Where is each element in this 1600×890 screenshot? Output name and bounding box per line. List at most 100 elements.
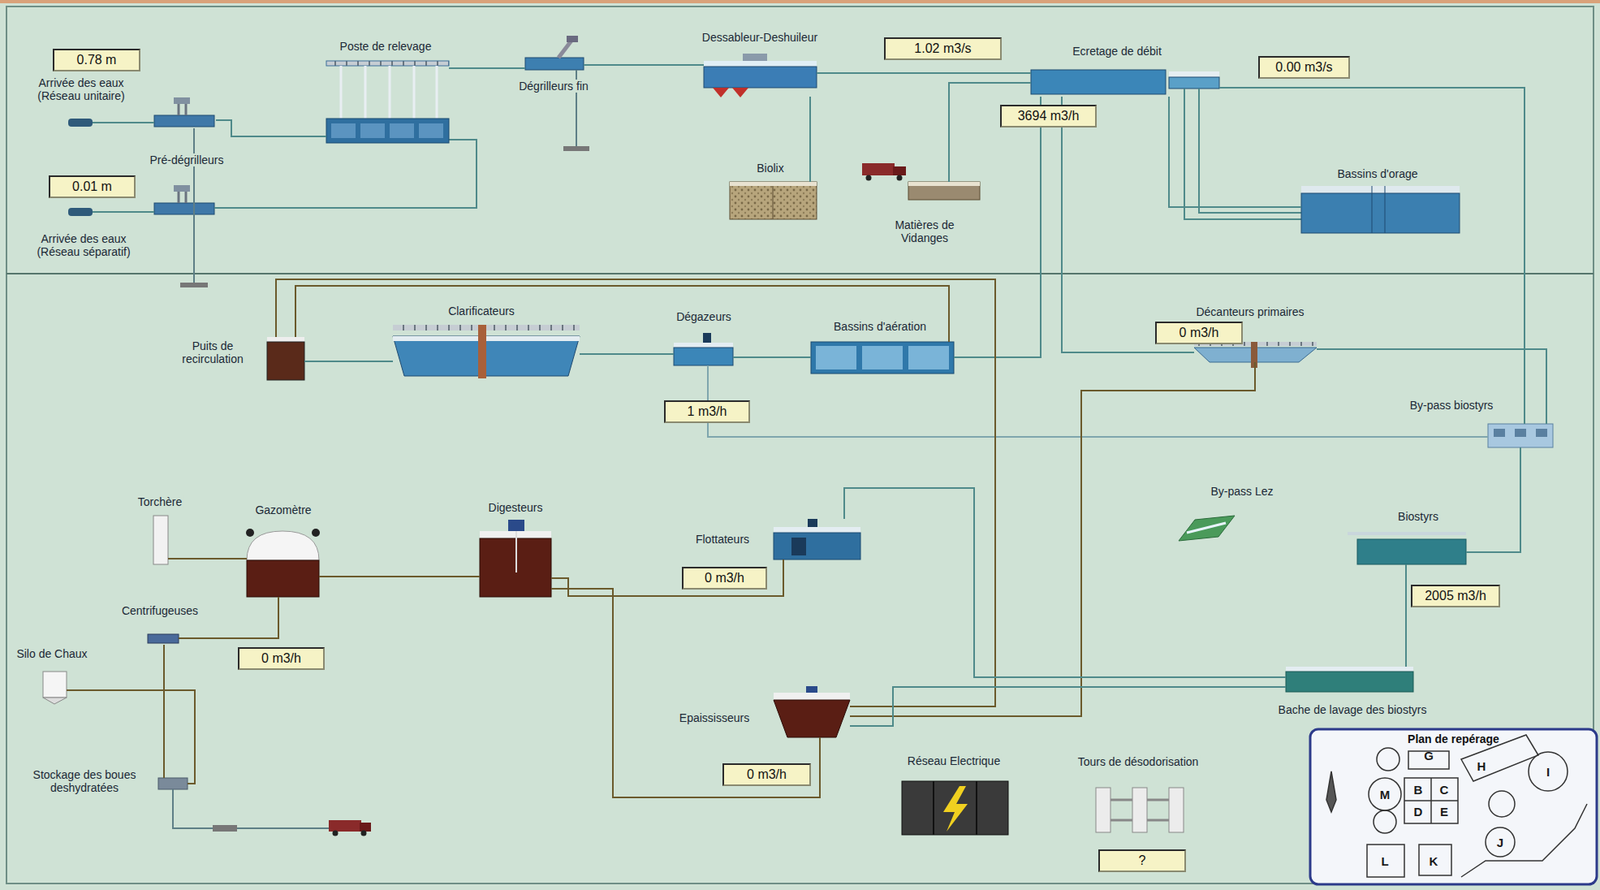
equipment: Digesteurs	[479, 525, 552, 597]
equipment-label: Tours de désodorisation	[1076, 754, 1201, 768]
equipment: Epaississeurs	[773, 691, 850, 738]
pipe	[215, 120, 327, 137]
pipe	[1219, 87, 1525, 424]
equipment-label: Dégazeurs	[674, 310, 734, 324]
pipe	[1405, 564, 1407, 667]
equipment: Arrivée des eaux (Réseau séparatif)	[68, 207, 93, 216]
pipe	[816, 72, 1031, 74]
equipment-label: Dessableur-Deshuileur	[700, 30, 820, 44]
equipment: Matières de Vidanges	[908, 181, 980, 200]
equipment: Poste de relevage	[326, 60, 449, 143]
map-title: Plan de repérage	[1310, 732, 1597, 746]
equipment: Bassins d'orage	[1301, 185, 1460, 233]
equipment-label: By-pass biostyrs	[1408, 398, 1496, 412]
pipe	[1466, 447, 1521, 553]
value-box: 1 m3/h	[664, 400, 751, 423]
value-text: 0 m3/h	[746, 767, 787, 781]
value-text: 0.01 m	[72, 179, 113, 194]
pipe	[953, 96, 1041, 358]
equipment-label: Digesteurs	[487, 500, 545, 514]
equipment: Biolix	[729, 181, 817, 220]
value-text: 0.00 m3/s	[1275, 60, 1333, 74]
equipment-label: Epaississeurs	[677, 711, 751, 725]
pipe	[92, 211, 155, 213]
equipment: Pré-dégrilleurs	[154, 102, 216, 216]
pipe	[276, 279, 996, 707]
equipment: Biostyrs	[1357, 528, 1467, 565]
pipe	[168, 557, 247, 560]
value-text: 2005 m3/h	[1424, 588, 1487, 603]
value-text: 0 m3/h	[261, 651, 302, 665]
equipment: Flottateurs	[773, 518, 861, 560]
equipment-label: Bassins d'aération	[832, 319, 928, 333]
equipment-label: Matières de Vidanges	[890, 218, 959, 245]
equipment-label: Bache de lavage des biostyrs	[1276, 702, 1429, 716]
equipment: Dessableur-Deshuileur	[703, 60, 817, 97]
equipment-label: Flottateurs	[694, 532, 751, 546]
pipe	[92, 121, 155, 124]
equipment: Torchère	[153, 515, 169, 565]
value-box: 2005 m3/h	[1410, 584, 1501, 608]
equipment: Dégrilleurs fin	[525, 55, 584, 72]
map-letter: C	[1440, 782, 1450, 797]
pipe	[733, 356, 811, 358]
map-letter: J	[1496, 835, 1504, 850]
pipe	[948, 82, 1031, 182]
equipment-label: Puits de recirculation	[170, 339, 255, 366]
pipe	[319, 575, 480, 578]
map-letter: B	[1414, 782, 1424, 797]
equipment-label: Décanteurs primaires	[1194, 305, 1306, 319]
equipment: Bassins d'aération	[810, 341, 954, 374]
pipe	[551, 588, 820, 798]
equipment-label: Arrivée des eaux (Réseau unitaire)	[26, 76, 136, 103]
equipment: By-pass biostyrs	[1487, 423, 1553, 448]
pipe	[163, 644, 165, 778]
map-letter: H	[1477, 759, 1487, 773]
equipment-label: Poste de relevage	[338, 39, 434, 53]
pipe	[849, 686, 1286, 726]
equipment: Clarificateurs	[392, 324, 580, 376]
equipment-label: Biolix	[754, 161, 785, 175]
pipe	[1316, 349, 1547, 424]
map-letter: K	[1429, 853, 1439, 868]
value-box: 3694 m3/h	[1000, 104, 1097, 128]
pipe	[809, 96, 811, 182]
equipment: Arrivée des eaux (Réseau unitaire)	[68, 118, 93, 127]
value-box: 0 m3/h	[722, 763, 811, 786]
equipment: Bache de lavage des biostyrs	[1285, 666, 1414, 692]
equipment: Ecretage de débit	[1030, 68, 1220, 97]
map-letter: E	[1440, 804, 1449, 819]
equipment: Réseau Electrique	[901, 780, 1009, 835]
pipe	[295, 285, 949, 342]
map-letter: D	[1414, 804, 1424, 819]
pipe	[844, 487, 1286, 678]
value-text: 0 m3/h	[704, 570, 745, 585]
equipment-label: Pré-dégrilleurs	[147, 153, 225, 167]
value-text: 3694 m3/h	[1017, 108, 1080, 123]
pipe	[1168, 96, 1302, 208]
equipment: Dégazeurs	[673, 336, 734, 366]
equipment-label: Biostyrs	[1396, 509, 1441, 523]
equipment-label: Bassins d'orage	[1335, 167, 1419, 181]
map-letter: L	[1380, 853, 1389, 868]
pipe	[178, 596, 279, 639]
pipe	[304, 360, 393, 363]
pipe	[448, 67, 526, 70]
equipment-label: Centrifugeuses	[120, 603, 200, 617]
equipment-label: Stockage des boues deshydratées	[25, 767, 143, 794]
pipe	[707, 365, 1488, 437]
value-text: 1.02 m3/s	[914, 41, 971, 56]
value-text: 0 m3/h	[1179, 325, 1220, 340]
value-text: ?	[1138, 853, 1147, 867]
equipment: Centrifugeuses	[147, 632, 179, 645]
value-box: 0.01 m	[48, 175, 136, 199]
map-letter: I	[1546, 764, 1550, 779]
equipment: Gazomètre	[246, 530, 320, 597]
map-letter: M	[1380, 787, 1391, 802]
equipment: By-pass Lez	[1178, 515, 1235, 541]
equipment-label: Torchère	[136, 495, 184, 509]
equipment-label: Réseau Electrique	[905, 754, 1002, 768]
